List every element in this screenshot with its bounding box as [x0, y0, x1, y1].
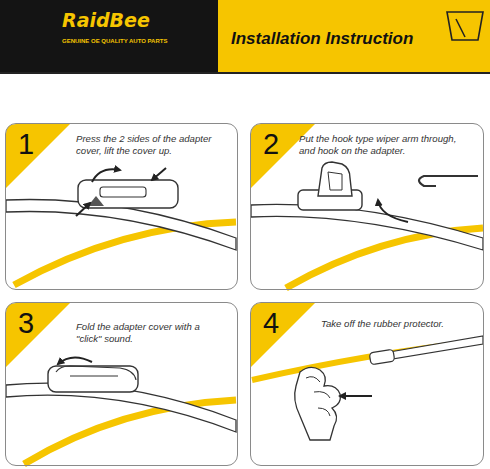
step-panel: 3 Fold the adapter cover with a "click" s… — [5, 302, 238, 466]
step-panel: 1 Press the 2 sides of the adapter cover,… — [5, 123, 238, 290]
step-panel: 2 Put the hook type wiper arm through, an… — [250, 123, 484, 290]
callout-number: 1 — [18, 130, 34, 159]
step-panel: 4 Take off the rubber protector. — [250, 302, 484, 466]
brand-tagline: GENUINE OE QUALITY AUTO PARTS — [62, 38, 167, 44]
wiper-blade-figure — [6, 168, 236, 285]
step-instruction: Take off the rubber protector. — [321, 318, 476, 330]
step-instruction: Press the 2 sides of the adapter cover, … — [76, 133, 228, 158]
wiper-blade-figure — [251, 162, 483, 288]
title-band — [218, 0, 490, 72]
logo-band: RaidBeeGENUINE OE QUALITY AUTO PARTS — [0, 0, 218, 72]
rubber-protector-figure — [252, 336, 483, 440]
callout-number: 4 — [263, 309, 279, 338]
number-corner — [6, 303, 70, 367]
callout-number: 3 — [18, 309, 34, 338]
step-instruction: Fold the adapter cover with a "click" so… — [76, 321, 206, 346]
wiper-blade-figure — [6, 357, 236, 464]
step-instruction: Put the hook type wiper arm through, and… — [299, 133, 467, 158]
diagram-title: Installation Instruction — [231, 29, 413, 49]
number-corner — [251, 303, 315, 367]
wiper-icon — [447, 12, 483, 40]
brand-name: RaidBee — [62, 11, 150, 30]
number-corner — [6, 124, 70, 188]
callout-number: 2 — [263, 130, 279, 159]
header-rule — [0, 72, 490, 74]
